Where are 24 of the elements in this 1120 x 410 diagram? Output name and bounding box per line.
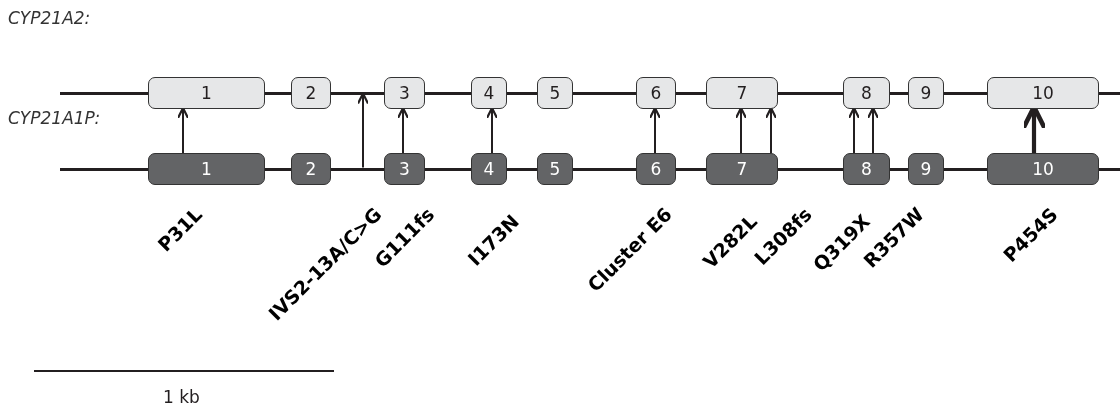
exon-box: 1 — [148, 153, 265, 185]
exon-box: 10 — [987, 77, 1099, 109]
gene-name: CYP21A1P: — [8, 108, 101, 128]
exon-box: 4 — [471, 77, 507, 109]
arrow — [356, 92, 370, 169]
exon-box: 3 — [384, 153, 425, 185]
exon-box: 8 — [843, 77, 890, 109]
exon-box: 7 — [706, 77, 778, 109]
exon-box: 2 — [291, 153, 331, 185]
exon-box: 3 — [384, 77, 425, 109]
exon-box: 5 — [537, 153, 573, 185]
exon-box: 8 — [843, 153, 890, 185]
exon-box: 6 — [636, 153, 676, 185]
exon-box: 7 — [706, 153, 778, 185]
exon-box: 1 — [148, 77, 265, 109]
gene-name: CYP21A2: — [8, 8, 91, 28]
exon-box: 9 — [908, 77, 944, 109]
exon-box: 2 — [291, 77, 331, 109]
exon-box: 10 — [987, 153, 1099, 185]
exon-box: 6 — [636, 77, 676, 109]
scale-label: 1 kb — [163, 387, 200, 407]
exon-box: 5 — [537, 77, 573, 109]
exon-box: 4 — [471, 153, 507, 185]
exon-box: 9 — [908, 153, 944, 185]
